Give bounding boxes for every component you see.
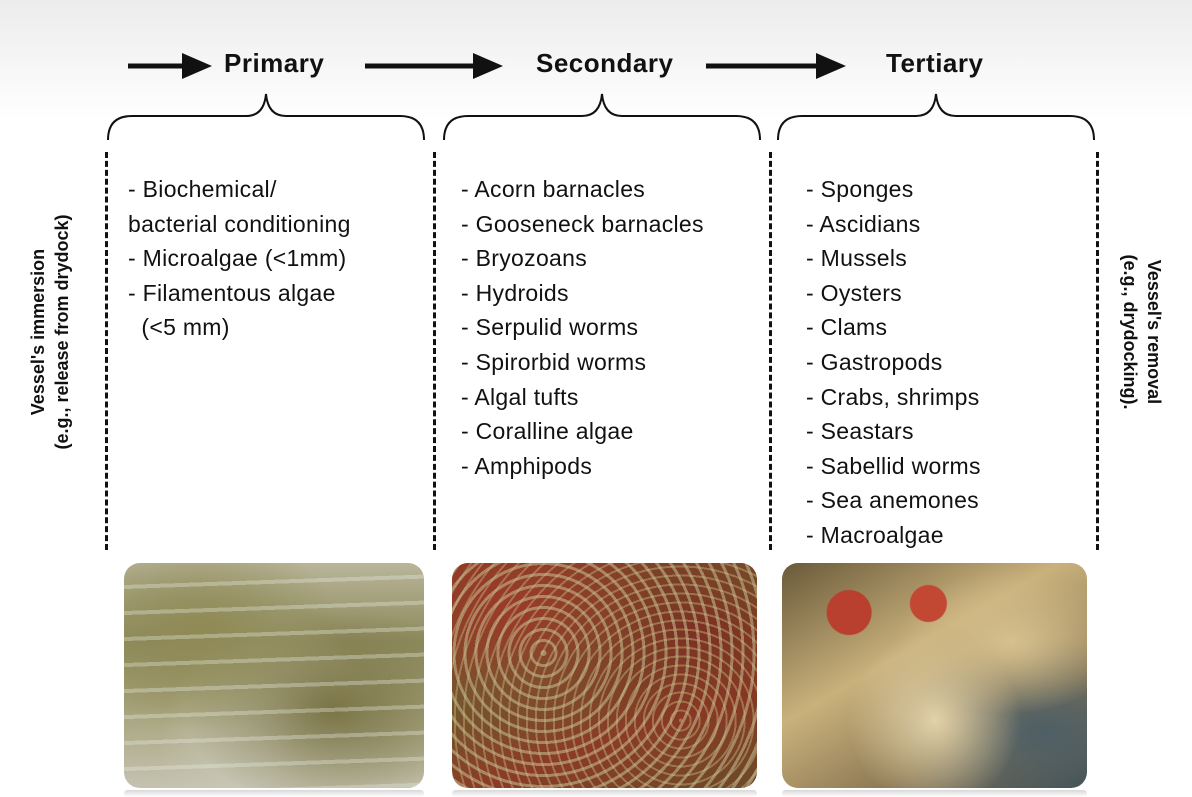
list-item: - Acorn barnacles — [461, 172, 704, 207]
arrow-to-secondary — [365, 52, 503, 80]
list-item: - Crabs, shrimps — [806, 380, 981, 415]
photo-reflection-tertiary — [782, 790, 1087, 797]
list-item: - Oysters — [806, 276, 981, 311]
label-vessel-removal: Vessel's removal (e.g., drydocking). — [1118, 122, 1166, 542]
label-vessel-immersion: Vessel's immersion (e.g., release from d… — [26, 122, 74, 542]
list-item: (<5 mm) — [128, 310, 351, 345]
arrow-to-primary — [128, 52, 212, 80]
list-item: - Algal tufts — [461, 380, 704, 415]
list-item: - Spirorbid worms — [461, 345, 704, 380]
list-item: - Biochemical/ — [128, 172, 351, 207]
label-vessel-immersion-line2: (e.g., release from drydock) — [50, 122, 74, 542]
list-item: - Mussels — [806, 241, 981, 276]
list-primary: - Biochemical/ bacterial conditioning - … — [128, 172, 351, 345]
stage-title-primary: Primary — [224, 48, 324, 79]
list-item: - Microalgae (<1mm) — [128, 241, 351, 276]
list-secondary: - Acorn barnacles - Gooseneck barnacles … — [461, 172, 704, 483]
stage-title-tertiary: Tertiary — [886, 48, 983, 79]
list-item: - Serpulid worms — [461, 310, 704, 345]
label-vessel-removal-line2: (e.g., drydocking). — [1118, 122, 1142, 542]
label-vessel-removal-line1: Vessel's removal — [1142, 122, 1166, 542]
divider-immersion — [105, 152, 108, 550]
photo-reflection-primary — [124, 790, 424, 797]
divider-secondary-tertiary — [769, 152, 772, 550]
list-item: - Sabellid worms — [806, 449, 981, 484]
list-item: - Seastars — [806, 414, 981, 449]
photo-tertiary-fouling — [782, 563, 1087, 788]
list-item: - Hydroids — [461, 276, 704, 311]
list-item: - Sea anemones — [806, 483, 981, 518]
stage-title-secondary: Secondary — [536, 48, 673, 79]
arrow-to-tertiary — [706, 52, 846, 80]
list-item: - Gooseneck barnacles — [461, 207, 704, 242]
list-item: - Macroalgae — [806, 518, 981, 553]
list-item: - Gastropods — [806, 345, 981, 380]
list-item: - Sponges — [806, 172, 981, 207]
brace-primary — [106, 92, 426, 142]
photo-reflection-secondary — [452, 790, 757, 797]
list-item: - Bryozoans — [461, 241, 704, 276]
list-item: - Filamentous algae — [128, 276, 351, 311]
list-item: - Coralline algae — [461, 414, 704, 449]
brace-tertiary — [776, 92, 1096, 142]
list-item: - Ascidians — [806, 207, 981, 242]
label-vessel-immersion-line1: Vessel's immersion — [26, 122, 50, 542]
brace-secondary — [442, 92, 762, 142]
divider-primary-secondary — [433, 152, 436, 550]
photo-primary-fouling — [124, 563, 424, 788]
list-item: - Clams — [806, 310, 981, 345]
photo-secondary-fouling — [452, 563, 757, 788]
list-item: bacterial conditioning — [128, 207, 351, 242]
divider-removal — [1096, 152, 1099, 550]
list-tertiary: - Sponges - Ascidians - Mussels - Oyster… — [806, 172, 981, 553]
list-item: - Amphipods — [461, 449, 704, 484]
